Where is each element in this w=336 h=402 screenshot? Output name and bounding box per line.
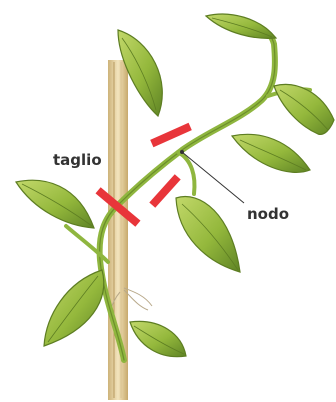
cut-label: taglio	[53, 153, 102, 168]
support-stake	[108, 60, 128, 400]
node-label: nodo	[247, 207, 289, 222]
leaf-left-upper	[16, 180, 94, 228]
cut-mark-upper	[150, 123, 192, 147]
node-marker	[180, 150, 184, 154]
node-leader	[180, 150, 244, 203]
